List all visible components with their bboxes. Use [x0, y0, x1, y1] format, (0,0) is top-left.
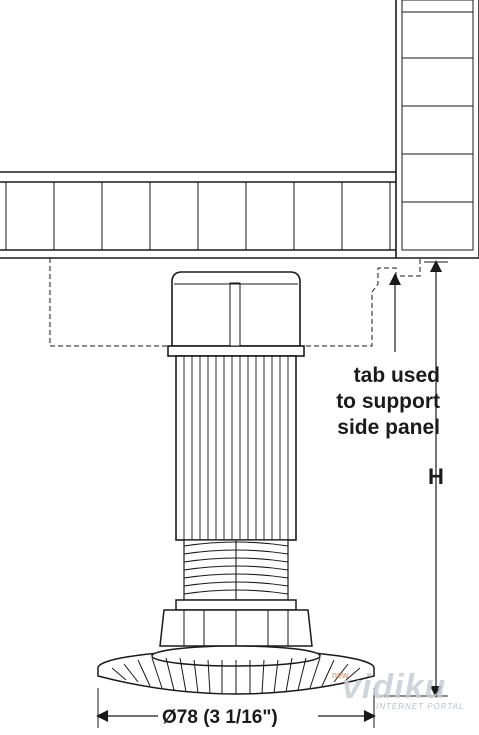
bottom-panel	[0, 171, 396, 259]
watermark-subtext: INTERNET PORTAL	[376, 702, 465, 711]
foot-ribbed-column	[175, 355, 297, 541]
watermark-text: vidiku	[342, 668, 447, 706]
diameter-dimension	[96, 688, 376, 728]
tab-label-line-3: side panel	[337, 416, 440, 439]
side-panel	[395, 0, 479, 259]
foot-base-collar	[159, 599, 313, 647]
watermark-badge: new	[332, 670, 349, 680]
height-dimension	[380, 260, 448, 698]
tab-label-line-2: to support	[336, 390, 440, 413]
diameter-label: Ø78 (3 1/16")	[162, 707, 278, 728]
height-label: H	[428, 464, 444, 489]
foot-base-disk	[97, 645, 375, 695]
tab-label-line-1: tab used	[353, 364, 440, 387]
foot-upper-cap	[167, 271, 305, 357]
foot-threaded-spindle	[183, 539, 289, 601]
watermark-logo: new vidiku INTERNET PORTAL	[332, 668, 472, 718]
tab-label: tab used to support side panel	[300, 363, 440, 441]
